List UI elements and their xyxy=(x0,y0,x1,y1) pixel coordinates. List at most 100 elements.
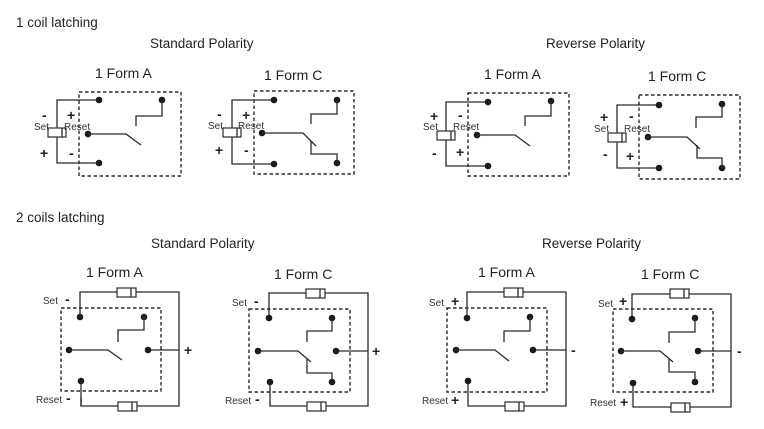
reset-label: Reset xyxy=(225,396,251,407)
contact-terminal xyxy=(270,96,278,104)
set-coil-icon xyxy=(305,288,326,299)
relay-housing xyxy=(248,308,351,393)
switch-arm xyxy=(258,350,312,363)
switch-arm xyxy=(69,349,123,361)
set-polarity: + xyxy=(619,293,627,309)
relay-housing xyxy=(446,307,548,393)
polarity-title-2coil-standard: Standard Polarity xyxy=(151,236,255,251)
set-coil-icon xyxy=(669,288,690,299)
fixed-contact-top xyxy=(668,318,696,343)
fixed-contact-top xyxy=(695,104,723,128)
set-polarity-top: - xyxy=(217,106,222,122)
set-label: Set xyxy=(232,298,247,309)
set-polarity-bottom: + xyxy=(215,142,223,158)
set-label: Set xyxy=(423,122,438,133)
switch-arm xyxy=(477,134,531,147)
reset-coil-icon xyxy=(117,401,138,412)
reset-label: Reset xyxy=(238,121,264,132)
reset-polarity-top: - xyxy=(458,107,463,123)
reset-polarity-bottom: + xyxy=(626,148,634,164)
form-title-1coil-std-a: 1 Form A xyxy=(95,65,152,81)
switch-arm xyxy=(88,133,142,146)
reset-label: Reset xyxy=(624,124,650,135)
relay-housing xyxy=(638,94,741,180)
reset-polarity-bottom: - xyxy=(244,142,249,158)
coil-wire xyxy=(466,291,567,407)
contact-terminal xyxy=(655,101,663,109)
form-title-1coil-rev-c: 1 Form C xyxy=(648,68,706,84)
polarity-title-2coil-reverse: Reverse Polarity xyxy=(542,236,641,251)
fixed-contact-top xyxy=(306,318,333,342)
reset-label: Reset xyxy=(64,122,90,133)
contact-terminal xyxy=(655,164,663,172)
reset-label: Reset xyxy=(453,122,479,133)
set-polarity-bottom: - xyxy=(432,145,437,161)
coil-wire xyxy=(268,292,369,407)
set-terminal xyxy=(265,314,273,322)
set-polarity-top: + xyxy=(430,108,438,124)
reset-terminal xyxy=(266,378,274,386)
reset-coil-icon xyxy=(670,402,691,413)
reset-polarity-bottom: + xyxy=(456,144,464,160)
diagram-1coil-reverse-form-c: + - Set Reset - + xyxy=(594,94,741,180)
set-polarity-top: + xyxy=(600,109,608,125)
relay-housing xyxy=(253,90,355,175)
set-polarity: + xyxy=(451,293,459,309)
diagram-1coil-standard-form-a: - + Set Reset + - xyxy=(34,91,182,177)
fixed-contact-bottom xyxy=(306,359,333,382)
set-label: Set xyxy=(34,122,49,133)
form-title-2coil-std-c: 1 Form C xyxy=(274,266,332,282)
section-title-2-coils: 2 coils latching xyxy=(16,210,105,225)
reset-polarity-bottom: - xyxy=(69,145,74,161)
set-label: Set xyxy=(208,121,223,132)
switch-arm xyxy=(621,350,674,363)
coil-icon xyxy=(222,127,242,138)
coil-icon xyxy=(436,130,456,141)
reset-coil-icon xyxy=(504,401,525,412)
set-coil-icon xyxy=(116,287,137,298)
set-polarity: - xyxy=(65,291,70,307)
contact-terminal xyxy=(95,96,103,104)
fixed-contact xyxy=(135,100,163,126)
diagram-2coil-reverse-form-a: Set + Reset + - xyxy=(422,287,576,412)
common-polarity: - xyxy=(571,342,576,358)
contact-terminal xyxy=(95,159,103,167)
fixed-contact-top xyxy=(310,100,338,124)
reset-polarity: + xyxy=(451,392,459,408)
set-terminal xyxy=(76,313,84,321)
set-polarity-top: - xyxy=(42,107,47,123)
set-coil-icon xyxy=(503,287,524,298)
common-polarity: - xyxy=(737,343,742,359)
diagram-2coil-reverse-form-c: Set + Reset + - xyxy=(590,288,742,413)
set-polarity: - xyxy=(254,293,259,309)
form-title-1coil-rev-a: 1 Form A xyxy=(484,66,541,82)
set-label: Set xyxy=(43,296,58,307)
fixed-contact xyxy=(503,317,531,342)
fixed-contact-bottom xyxy=(310,141,338,163)
reset-label: Reset xyxy=(36,395,62,406)
polarity-title-1coil-standard: Standard Polarity xyxy=(150,36,254,51)
reset-polarity-top: - xyxy=(629,108,634,124)
section-title-1-coil: 1 coil latching xyxy=(16,15,98,30)
output-terminal xyxy=(144,346,152,354)
reset-polarity: - xyxy=(66,390,71,406)
reset-label: Reset xyxy=(590,398,616,409)
form-title-2coil-rev-c: 1 Form C xyxy=(641,266,699,282)
set-terminal xyxy=(463,314,471,322)
diagram-1coil-standard-form-c: - + Set Reset + - xyxy=(208,90,355,175)
reset-terminal xyxy=(629,379,637,387)
reset-terminal xyxy=(464,377,472,385)
common-polarity: + xyxy=(184,342,192,358)
diagram-1coil-reverse-form-a: + - Set Reset - + xyxy=(423,92,570,177)
polarity-title-1coil-reverse: Reverse Polarity xyxy=(546,36,645,51)
fixed-contact-bottom xyxy=(696,145,723,168)
coil-wire xyxy=(79,291,180,407)
contact-terminal xyxy=(484,98,492,106)
output-terminal xyxy=(332,347,340,355)
coil-icon xyxy=(607,132,627,143)
relay-housing xyxy=(78,91,182,177)
contact-terminal xyxy=(484,162,492,170)
contact-terminal xyxy=(270,160,278,168)
diagram-2coil-standard-form-c: Set - Reset - + xyxy=(225,288,380,412)
